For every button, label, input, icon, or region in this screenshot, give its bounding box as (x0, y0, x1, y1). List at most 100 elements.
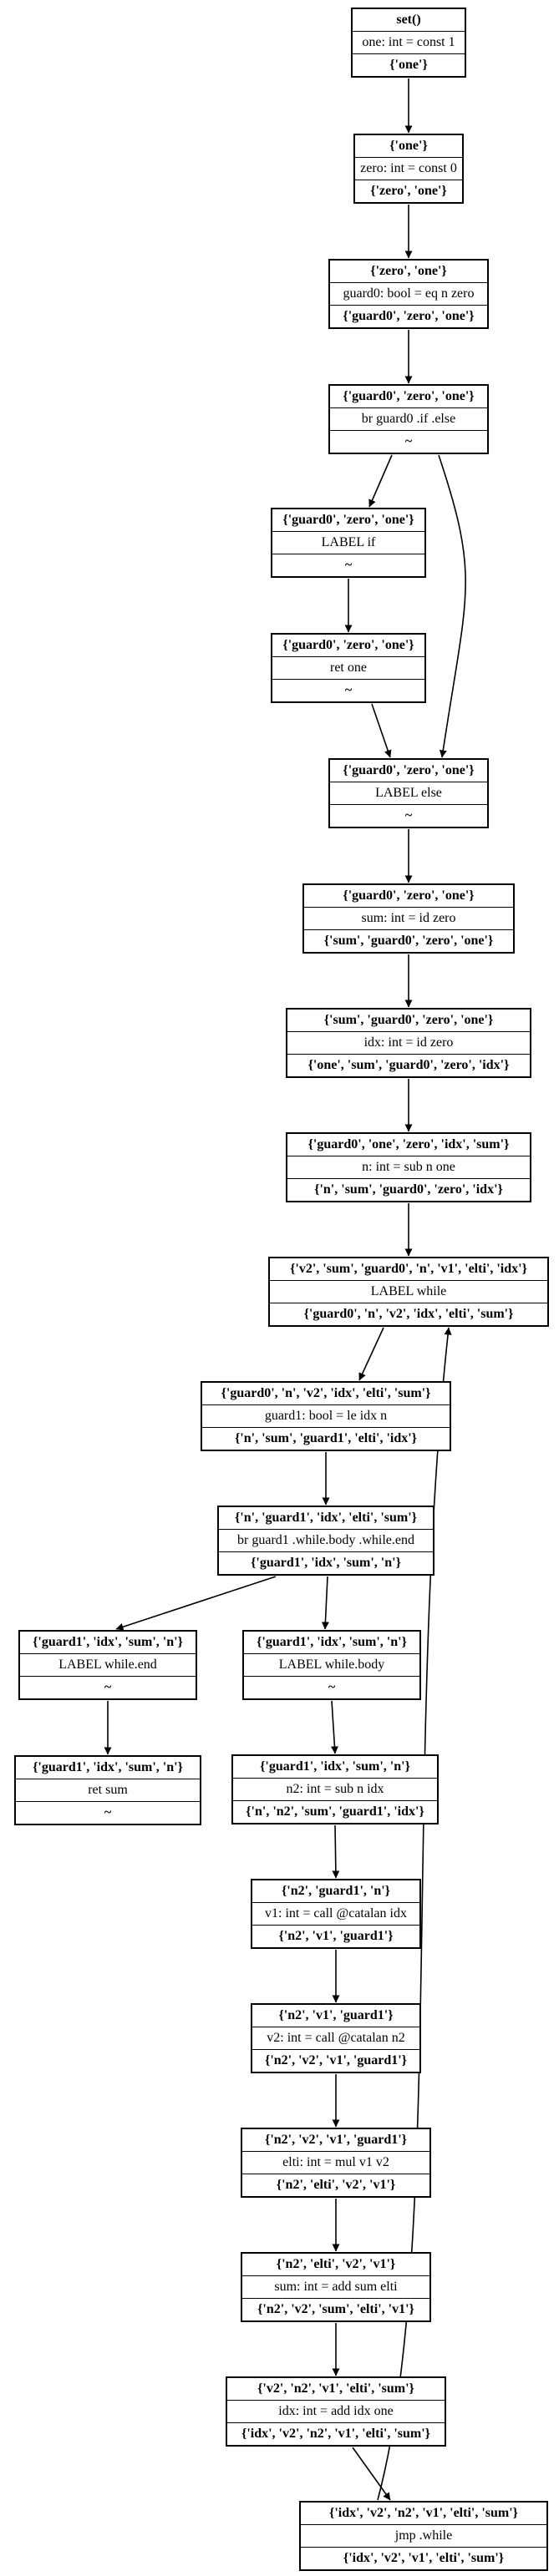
node-live-out-set: {'n2', 'v2', 'v1', 'guard1'} (252, 2049, 419, 2072)
cfg-node: {'guard0', 'zero', 'one'} sum: int = id z… (302, 883, 515, 954)
node-live-out-set: {'n', 'sum', 'guard1', 'elti', 'idx'} (202, 1427, 450, 1450)
node-instruction: br guard0 .if .else (330, 407, 487, 430)
cfg-node: {'sum', 'guard0', 'zero', 'one'} idx: int… (286, 1008, 531, 1078)
node-live-out-set: ~ (272, 554, 424, 576)
cfg-node: {'guard0', 'zero', 'one'}LABEL if~ (271, 508, 426, 578)
cfg-node: {'guard1', 'idx', 'sum', 'n'} LABEL while… (18, 1630, 197, 1700)
node-live-in-set: {'guard1', 'idx', 'sum', 'n'} (260, 1759, 410, 1774)
node-live-in-set: {'sum', 'guard0', 'zero', 'one'} (323, 1013, 494, 1027)
cfg-node: {'n2', 'v1', 'guard1'} v2: int = call @ca… (251, 2003, 421, 2073)
cfg-node: set() one: int = const 1{'one'} (351, 8, 466, 78)
node-live-in-set: {'idx', 'v2', 'n2', 'v1', 'elti', 'sum'} (329, 2506, 518, 2520)
node-live-in-set: {'guard0', 'zero', 'one'} (282, 513, 414, 527)
cfg-node: {'n', 'guard1', 'idx', 'elti', 'sum'} br … (217, 1506, 434, 1576)
node-live-in-set: {'n2', 'v2', 'v1', 'guard1'} (265, 2133, 407, 2147)
node-live-out-set: ~ (20, 1676, 196, 1698)
node-live-in-set: {'guard0', 'one', 'zero', 'idx', 'sum'} (307, 1137, 510, 1151)
node-live-out-set: {'one'} (353, 53, 465, 76)
node-instruction: v2: int = call @catalan n2 (252, 2027, 419, 2049)
cfg-node: {'n2', 'elti', 'v2', 'v1'} sum: int = add… (241, 2252, 431, 2322)
node-live-out-set: ~ (244, 1676, 419, 1698)
node-live-in-set: {'guard0', 'zero', 'one'} (343, 888, 475, 903)
node-live-out-set: {'one', 'sum', 'guard0', 'zero', 'idx'} (287, 1054, 530, 1076)
node-instruction: idx: int = id zero (287, 1031, 530, 1054)
cfg-node: {'guard0', 'n', 'v2', 'idx', 'elti', 'su… (201, 1381, 451, 1451)
node-live-out-set: {'sum', 'guard0', 'zero', 'one'} (304, 929, 513, 952)
node-live-in-set: {'v2', 'n2', 'v1', 'elti', 'sum'} (257, 2381, 414, 2396)
node-live-out-set: ~ (330, 430, 487, 453)
node-instruction: LABEL while.body (244, 1653, 419, 1676)
cfg-node: {'idx', 'v2', 'n2', 'v1', 'elti', 'sum'}… (299, 2501, 548, 2571)
cfg-node: {'v2', 'n2', 'v1', 'elti', 'sum'} idx: in… (226, 2376, 446, 2447)
node-instruction: idx: int = add idx one (227, 2400, 445, 2422)
cfg-node: {'one'} zero: int = const 0{'zero', 'one'… (353, 134, 464, 204)
edge-n16-n17 (332, 1824, 340, 1879)
edge-n5-n6 (371, 703, 392, 758)
node-live-out-set: {'guard0', 'zero', 'one'} (330, 305, 487, 327)
edge-n21-n22 (352, 2447, 391, 2501)
node-live-out-set: {'n2', 'elti', 'v2', 'v1'} (242, 2174, 429, 2196)
cfg-node: {'guard1', 'idx', 'sum', 'n'} LABEL while… (242, 1630, 421, 1700)
cfg-node: {'guard0', 'zero', 'one'} ret one~ (271, 633, 426, 703)
node-live-out-set: ~ (16, 1801, 200, 1824)
node-instruction: elti: int = mul v1 v2 (242, 2151, 429, 2174)
edge-n3-n6 (438, 454, 466, 758)
node-live-in-set: {'v2', 'sum', 'guard0', 'n', 'v1', 'elti… (290, 1262, 527, 1276)
node-live-out-set: {'guard0', 'n', 'v2', 'idx', 'elti', 'su… (270, 1303, 547, 1325)
node-live-out-set: {'n2', 'v1', 'guard1'} (252, 1925, 419, 1947)
node-live-out-set: {'n', 'n2', 'sum', 'guard1', 'idx'} (233, 1800, 437, 1823)
node-instruction: v1: int = call @catalan idx (252, 1902, 419, 1925)
edge-n15-n16 (330, 1700, 338, 1754)
node-live-in-set: {'n', 'guard1', 'idx', 'elti', 'sum'} (235, 1511, 417, 1525)
node-live-out-set: {'idx', 'v2', 'v1', 'elti', 'sum'} (301, 2547, 546, 2569)
node-live-out-set: {'n', 'sum', 'guard0', 'zero', 'idx'} (287, 1178, 530, 1201)
cfg-node: {'zero', 'one'}guard0: bool = eq n zero{… (328, 259, 489, 329)
node-instruction: guard1: bool = le idx n (202, 1404, 450, 1427)
node-live-in-set: {'guard1', 'idx', 'sum', 'n'} (33, 1635, 183, 1649)
node-instruction: n2: int = sub n idx (233, 1778, 437, 1800)
node-live-in-set: {'guard1', 'idx', 'sum', 'n'} (33, 1760, 183, 1774)
node-live-in-set: {'n2', 'guard1', 'n'} (282, 1884, 390, 1898)
cfg-node: {'n2', 'guard1', 'n'} v1: int = call @cat… (251, 1879, 421, 1949)
node-live-out-set: {'zero', 'one'} (355, 180, 462, 202)
node-live-in-set: {'n2', 'v1', 'guard1'} (278, 2008, 394, 2022)
node-live-in-set: {'guard0', 'zero', 'one'} (282, 638, 414, 652)
node-instruction: n: int = sub n one (287, 1156, 530, 1178)
node-instruction: br guard1 .while.body .while.end (219, 1529, 433, 1551)
cfg-node: {'guard0', 'zero', 'one'} LABEL else~ (328, 758, 489, 828)
edge-n3-n4 (368, 454, 393, 508)
node-instruction: LABEL while.end (20, 1653, 196, 1676)
node-live-in-set: {'guard0', 'zero', 'one'} (343, 389, 475, 403)
node-live-out-set: {'n2', 'v2', 'sum', 'elti', 'v1'} (242, 2298, 429, 2320)
cfg-node: {'n2', 'v2', 'v1', 'guard1'} elti: int = … (241, 2128, 431, 2198)
node-instruction: one: int = const 1 (353, 31, 465, 53)
node-live-in-set: {'guard0', 'n', 'v2', 'idx', 'elti', 'su… (221, 1386, 431, 1400)
node-live-in-set: {'n2', 'elti', 'v2', 'v1'} (276, 2257, 396, 2271)
edge-n12-n13 (115, 1576, 277, 1631)
node-instruction: ret one (272, 656, 424, 679)
node-live-in-set: {'guard1', 'idx', 'sum', 'n'} (257, 1635, 407, 1649)
node-instruction: LABEL while (270, 1280, 547, 1303)
cfg-node: {'v2', 'sum', 'guard0', 'n', 'v1', 'elti… (268, 1257, 549, 1327)
node-live-out-set: ~ (272, 679, 424, 701)
node-live-in-set: set() (396, 13, 421, 27)
node-live-out-set: ~ (330, 804, 487, 827)
cfg-node: {'guard0', 'zero', 'one'} br guard0 .if .… (328, 384, 489, 454)
node-instruction: LABEL else (330, 782, 487, 804)
node-live-in-set: {'one'} (389, 139, 428, 153)
cfg-node: {'guard1', 'idx', 'sum', 'n'} n2: int = s… (231, 1754, 439, 1824)
node-instruction: ret sum (16, 1779, 200, 1801)
node-instruction: sum: int = id zero (304, 907, 513, 929)
edge-n10-n11 (358, 1327, 384, 1381)
cfg-node: {'guard1', 'idx', 'sum', 'n'} ret sum~ (14, 1755, 201, 1825)
cfg-node: {'guard0', 'one', 'zero', 'idx', 'sum'} n… (286, 1132, 531, 1202)
node-live-in-set: {'guard0', 'zero', 'one'} (343, 763, 475, 777)
node-instruction: sum: int = add sum elti (242, 2275, 429, 2298)
node-live-out-set: {'idx', 'v2', 'n2', 'v1', 'elti', 'sum'} (227, 2422, 445, 2445)
node-instruction: zero: int = const 0 (355, 157, 462, 180)
node-instruction: jmp .while (301, 2524, 546, 2547)
edge-n12-n15 (321, 1576, 329, 1630)
node-live-out-set: {'guard1', 'idx', 'sum', 'n'} (219, 1551, 433, 1574)
